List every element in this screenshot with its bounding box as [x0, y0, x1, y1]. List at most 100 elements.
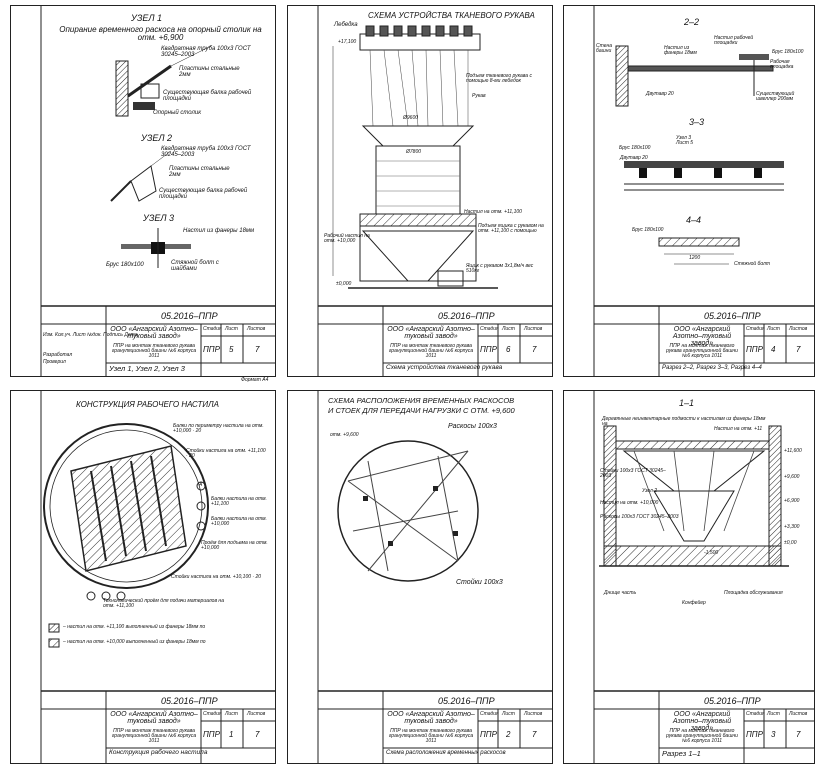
total-sheets: 7 — [532, 345, 537, 354]
section-3-3: 3–3 — [689, 117, 705, 127]
stage-value: ППР — [746, 730, 763, 739]
doc-code: 05.2016–ППР — [438, 696, 495, 706]
node1-plate-label: Пластины стальные 2мм — [179, 66, 240, 78]
opening-label: Проём для подъема на отм. +10,000 — [201, 540, 268, 551]
legend-1: – настил на отм. +11,100 выполненный из … — [63, 624, 206, 630]
sheets-col: Листов — [789, 711, 808, 717]
sheet-col: Лист — [767, 326, 780, 332]
object-label: ППР на монтаж тканевого рукава грануляци… — [666, 728, 738, 744]
sheet-6: СХЕМА УСТРОЙСТВА ТКАНЕВОГО РУКАВА Лебедк… — [287, 5, 553, 377]
mark-11600: +11,600 — [784, 448, 802, 454]
org-name: ООО «Ангарский Азотно–туковый завод» — [672, 326, 732, 347]
object-label: ППР на монтаж тканевого рукава грануляци… — [388, 728, 474, 744]
sheet-caption: Узел 1, Узел 2, Узел 3 — [109, 364, 185, 373]
channel-label: Существующий швеллер 200мм — [756, 91, 795, 102]
sheets-col: Листов — [524, 711, 543, 717]
doc-code: 05.2016–ППР — [704, 311, 761, 321]
org-name: ООО «Ангарский Азотно–туковый завод» — [672, 711, 732, 732]
sheet-caption: Конструкция рабочего настила — [109, 749, 208, 756]
sheet-number: 2 — [506, 730, 511, 739]
sheet-5: УЗЕЛ 1 Опирание временного раскоса на оп… — [10, 5, 276, 383]
work-beam-label: Рабочая площадка — [770, 59, 794, 70]
node2-beam-label: Существующая балка рабочей площадки — [159, 188, 248, 200]
lift-label: Подъем ящика с рукавом на отм. +11,100 с… — [478, 223, 544, 234]
deck-mark-label: Настил на отм. +11,100 — [464, 209, 522, 215]
sheet-number: 6 — [506, 345, 511, 354]
section-1-1: 1–1 — [679, 398, 695, 408]
cables-label: Подъем тканевого рукава с помощью 8-ми л… — [466, 73, 532, 84]
node2-plate-label: Пластины стальные 2мм — [169, 166, 230, 178]
sleeve-label: Рукав — [472, 93, 486, 99]
object-label: ППР на монтаж тканевого рукава грануляци… — [666, 343, 738, 359]
node3-deck-label: Настил из фанеры 18мм — [183, 228, 255, 234]
bottom-label: Днище часть — [604, 590, 637, 596]
posts-label: Стойки 100х3 — [456, 579, 503, 586]
doc-code: 05.2016–ППР — [438, 311, 495, 321]
dvutavr-label: Двутавр 20 — [646, 91, 674, 97]
dvutavr-mid-label: Двутавр 20 — [620, 155, 648, 161]
node3-title: УЗЕЛ 3 — [143, 213, 175, 223]
posts-label: Стойки 100х3 ГОСТ 30245–2003 — [600, 468, 666, 479]
stage-col: Стадия — [746, 326, 765, 332]
org-name: ООО «Ангарский Азотно–туковый завод» — [387, 711, 475, 725]
sheets-col: Листов — [247, 711, 266, 717]
total-sheets: 7 — [796, 730, 801, 739]
legend-2: – настил на отм. +10,000 выполненный из … — [63, 639, 206, 645]
node2-title: УЗЕЛ 2 — [141, 133, 173, 143]
dim-1200: 1200 — [689, 255, 701, 261]
sheet2-title-2: И СТОЕК ДЛЯ ПЕРЕДАЧИ НАГРУЗКИ С ОТМ. +9,… — [328, 406, 515, 415]
section-2-2: 2–2 — [684, 17, 700, 27]
total-sheets: 7 — [255, 345, 260, 354]
sheet1-title: КОНСТРУКЦИЯ РАБОЧЕГО НАСТИЛА — [76, 400, 219, 409]
sheet-1: КОНСТРУКЦИЯ РАБОЧЕГО НАСТИЛА Балки по пе… — [10, 390, 276, 764]
mark-9600: +9,600 — [784, 474, 800, 480]
doc-code: 05.2016–ППР — [161, 311, 218, 321]
node3-bolt-label: Стяжной болт с шайбами — [171, 260, 219, 272]
sheet-number: 3 — [771, 730, 776, 739]
node1-table-label: Опорный столик — [153, 110, 202, 116]
stage-col: Стадия — [480, 326, 499, 332]
sheet-2-drawing — [317, 391, 552, 763]
format-label: Формат А4 — [241, 377, 269, 383]
stage-col: Стадия — [480, 711, 499, 717]
sheet-4-drawing — [593, 6, 814, 376]
bar-44-label: Брус 180х100 — [632, 227, 664, 233]
dim-7800: Ø7800 — [406, 149, 422, 155]
sheet-caption: Разрез 1–1 — [662, 749, 701, 758]
node2-label: Узел 2 — [642, 488, 658, 494]
sheet-col: Лист — [225, 711, 238, 717]
cone-label: Конфейер — [682, 600, 706, 606]
node1-beam-label: Существующая балка рабочей площадки — [163, 90, 252, 102]
sheet-col: Лист — [225, 326, 238, 332]
sheet-3: 1–1 Деревянные неинвентарные подмости к … — [563, 390, 815, 764]
wall-label: Стена башни — [596, 43, 613, 54]
total-sheets: 7 — [255, 730, 260, 739]
sheet-2: СХЕМА РАСПОЛОЖЕНИЯ ВРЕМЕННЫХ РАСКОСОВ И … — [287, 390, 553, 764]
work-deck-label: Рабочий настил на отм. +10,000 — [324, 233, 370, 244]
sheet-col: Лист — [502, 326, 515, 332]
sheets-col: Листов — [247, 326, 266, 332]
node-ref: Узел 3 Лист 5 — [676, 135, 694, 146]
tech-opening-label: Технологический проём для подачи материа… — [103, 598, 224, 609]
box-label: Ящик с рукавом 3х1,8м/ч вес 510кг — [466, 263, 534, 274]
doc-code: 05.2016–ППР — [161, 696, 218, 706]
stage-value: ППР — [480, 730, 497, 739]
changes-header: Изм. Кол.уч. Лист №док. Подпись Дата — [43, 332, 138, 338]
org-name: ООО «Ангарский Азотно–туковый завод» — [110, 711, 198, 725]
total-sheets: 7 — [532, 730, 537, 739]
braces-label: Раскосы 100х3 — [448, 423, 497, 430]
sheet-caption: Схема расположения временных раскосов — [386, 750, 506, 756]
stage-col: Стадия — [203, 326, 222, 332]
bars-mid-label: Брус 180х100 — [619, 145, 651, 151]
mark-9600: отм. +9,600 — [330, 432, 359, 438]
checked-label: Проверил — [43, 359, 66, 365]
axis-a: А — [199, 482, 203, 488]
node1-tube-label: Квадратная труба 100х3 ГОСТ 30245–2003 — [161, 46, 251, 58]
dim-9600: Ø9600 — [403, 115, 419, 121]
sheet-4: 2–2 Стена башни Настил из фанеры 18мм На… — [563, 5, 815, 377]
deck2-label: Настил на отм. +10,000 — [600, 500, 659, 506]
section-4-4: 4–4 — [686, 215, 702, 225]
platform-label: Площадка обслуживания — [724, 590, 783, 596]
stage-col: Стадия — [203, 711, 222, 717]
perimeter-label: Балки по периметру настила на отм. +10,0… — [173, 423, 264, 434]
